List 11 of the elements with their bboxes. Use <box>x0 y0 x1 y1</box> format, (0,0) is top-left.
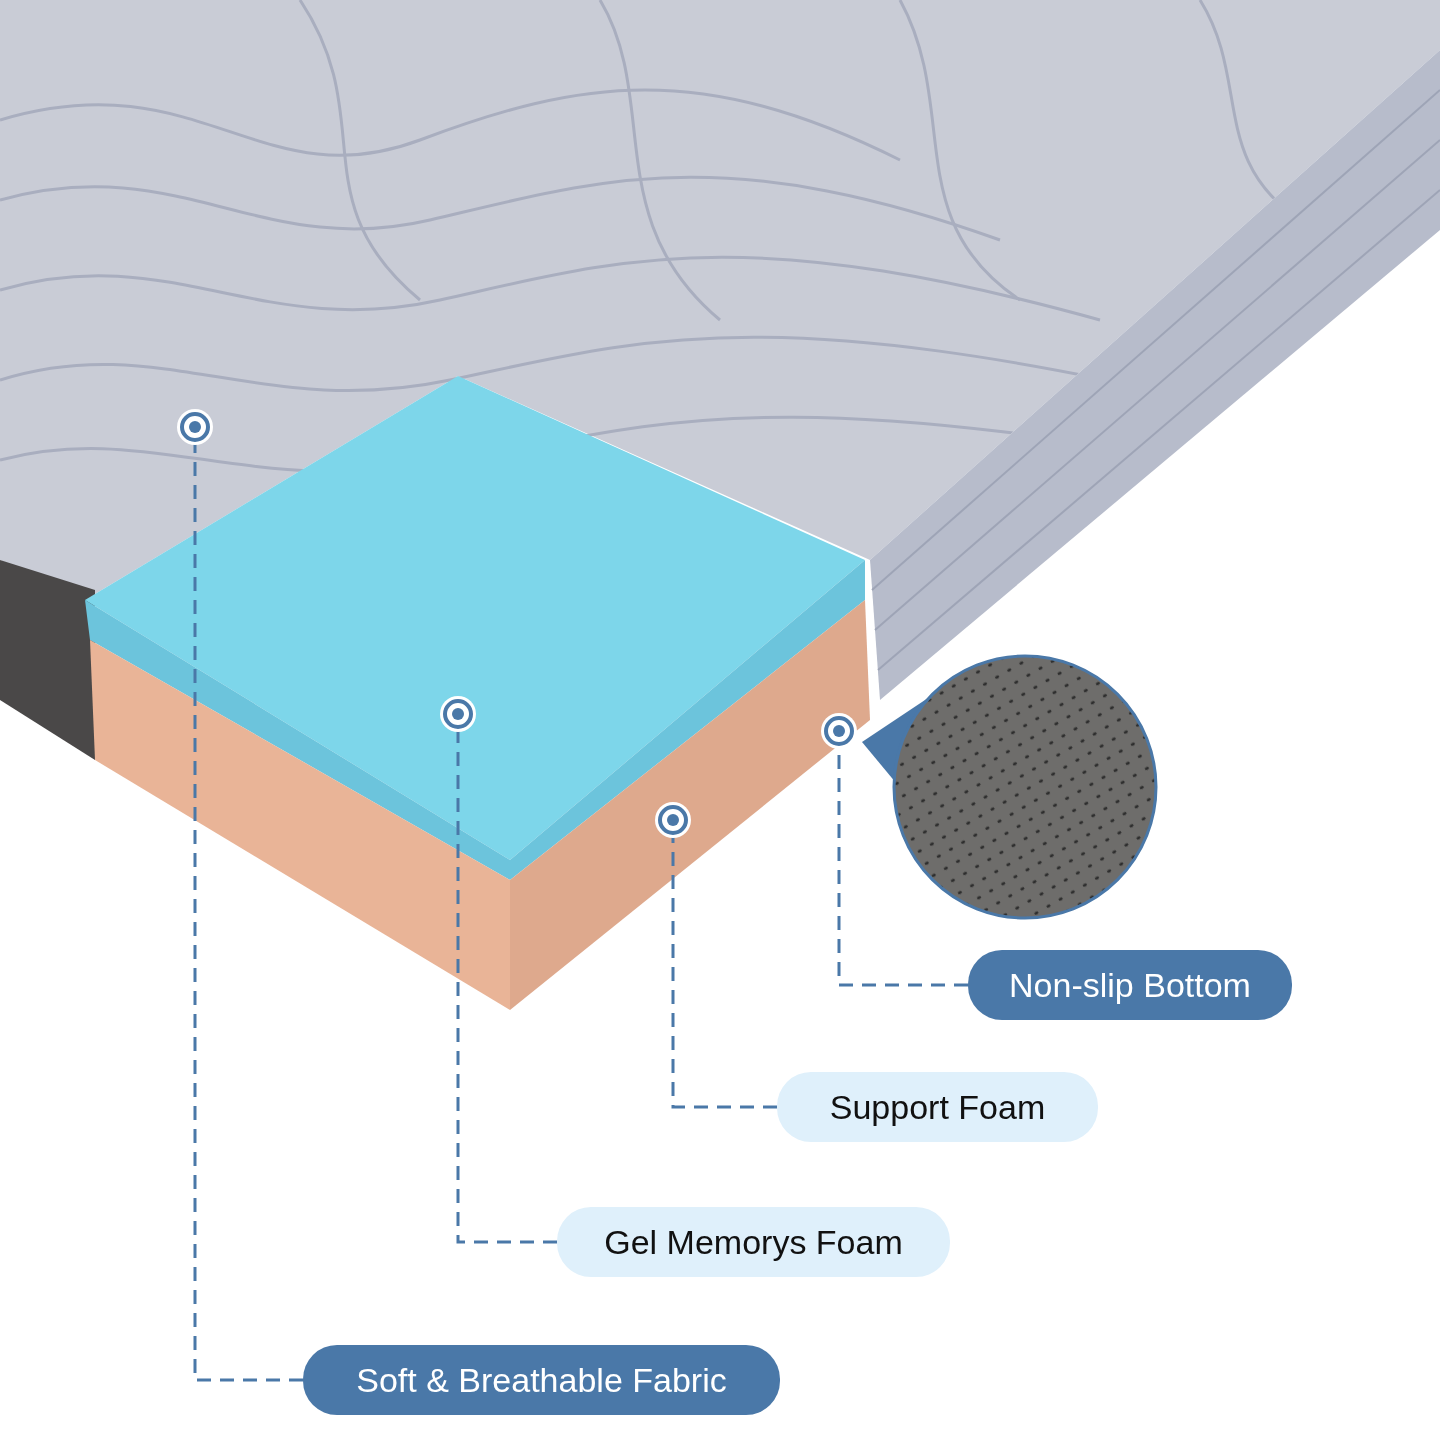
label-pill: Non-slip Bottom <box>968 950 1292 1020</box>
target-marker <box>824 716 854 746</box>
leader-line <box>193 442 303 1382</box>
label-pill: Gel Memorys Foam <box>557 1207 950 1277</box>
label-pill: Soft & Breathable Fabric <box>303 1345 780 1415</box>
target-marker <box>180 412 210 442</box>
target-marker <box>658 805 688 835</box>
target-marker <box>443 699 473 729</box>
label-pill: Support Foam <box>777 1072 1098 1142</box>
leader-line <box>671 835 777 1109</box>
leader-line <box>456 729 557 1244</box>
